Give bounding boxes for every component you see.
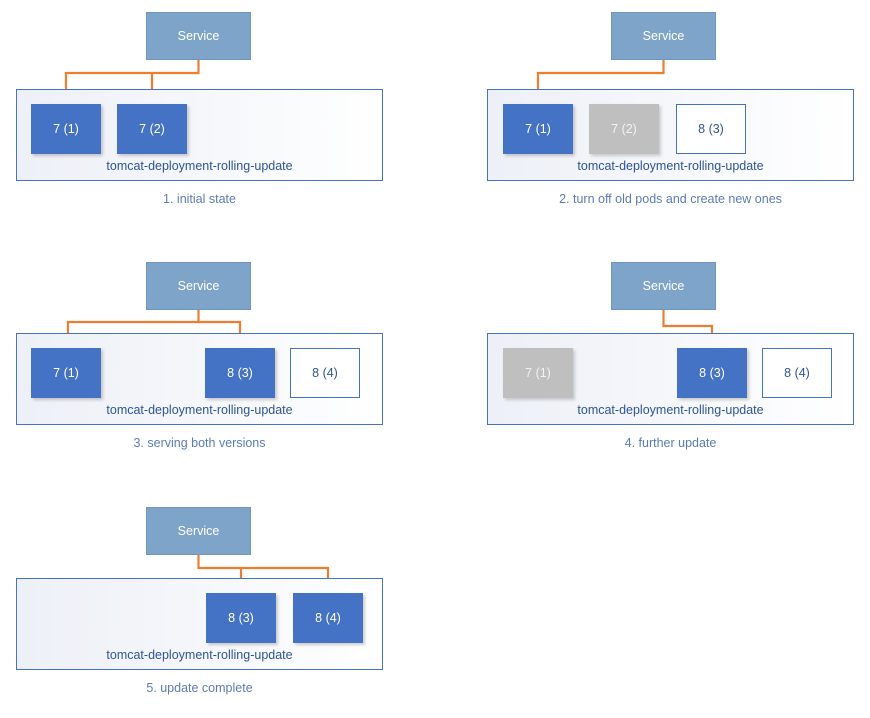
pod-8-4[interactable]: 8 (4) [762,348,832,398]
deployment-label: tomcat-deployment-rolling-update [577,403,764,417]
pod-7-2[interactable]: 7 (2) [117,104,187,154]
panel-caption: 5. update complete [146,681,253,695]
pod-7-1[interactable]: 7 (1) [503,348,573,398]
pod-8-4[interactable]: 8 (4) [293,593,363,643]
panel-caption: 1. initial state [163,192,236,206]
panel-caption: 2. turn off old pods and create new ones [559,192,782,206]
pod-8-3[interactable]: 8 (3) [206,593,276,643]
service-box: Service [146,507,251,555]
pod-7-1[interactable]: 7 (1) [31,104,101,154]
pod-label: 8 (4) [312,366,338,380]
pod-label: 8 (3) [227,366,253,380]
pod-8-4[interactable]: 8 (4) [290,348,360,398]
pod-7-1[interactable]: 7 (1) [31,348,101,398]
pod-7-1[interactable]: 7 (1) [503,104,573,154]
pod-label: 8 (4) [315,611,341,625]
pod-label: 7 (2) [139,122,165,136]
service-label: Service [642,29,685,43]
pod-label: 7 (1) [525,366,551,380]
pod-label: 8 (4) [784,366,810,380]
pod-8-3[interactable]: 8 (3) [205,348,275,398]
service-label: Service [177,279,220,293]
panel-caption: 4. further update [624,436,717,450]
pod-label: 8 (3) [699,366,725,380]
pod-8-3[interactable]: 8 (3) [676,104,746,154]
service-box: Service [146,12,251,60]
panel-caption: 3. serving both versions [133,436,266,450]
service-box: Service [611,262,716,310]
service-box: Service [146,262,251,310]
pod-8-3[interactable]: 8 (3) [677,348,747,398]
service-box: Service [611,12,716,60]
service-label: Service [177,524,220,538]
deployment-label: tomcat-deployment-rolling-update [106,159,293,173]
pod-label: 8 (3) [228,611,254,625]
pod-label: 8 (3) [698,122,724,136]
pod-label: 7 (1) [53,366,79,380]
pod-label: 7 (1) [525,122,551,136]
deployment-label: tomcat-deployment-rolling-update [106,648,293,662]
pod-7-2[interactable]: 7 (2) [589,104,659,154]
pod-label: 7 (1) [53,122,79,136]
deployment-label: tomcat-deployment-rolling-update [106,403,293,417]
deployment-label: tomcat-deployment-rolling-update [577,159,764,173]
service-label: Service [177,29,220,43]
pod-label: 7 (2) [611,122,637,136]
service-label: Service [642,279,685,293]
